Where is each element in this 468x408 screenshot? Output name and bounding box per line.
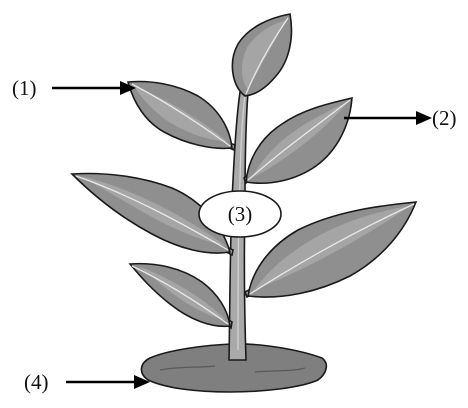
- arrow-2: [344, 111, 432, 125]
- leaf-upper-left: [128, 82, 232, 149]
- label-4: (4): [24, 370, 49, 394]
- leaf-lower-left: [130, 264, 230, 327]
- label-2: (2): [432, 106, 457, 130]
- arrow-1: [52, 81, 136, 95]
- label-3: (3): [228, 202, 253, 226]
- label-1: (1): [12, 76, 37, 100]
- arrow-4: [66, 375, 150, 389]
- leaf-upper-right: [246, 98, 352, 183]
- leaf-top: [232, 14, 291, 96]
